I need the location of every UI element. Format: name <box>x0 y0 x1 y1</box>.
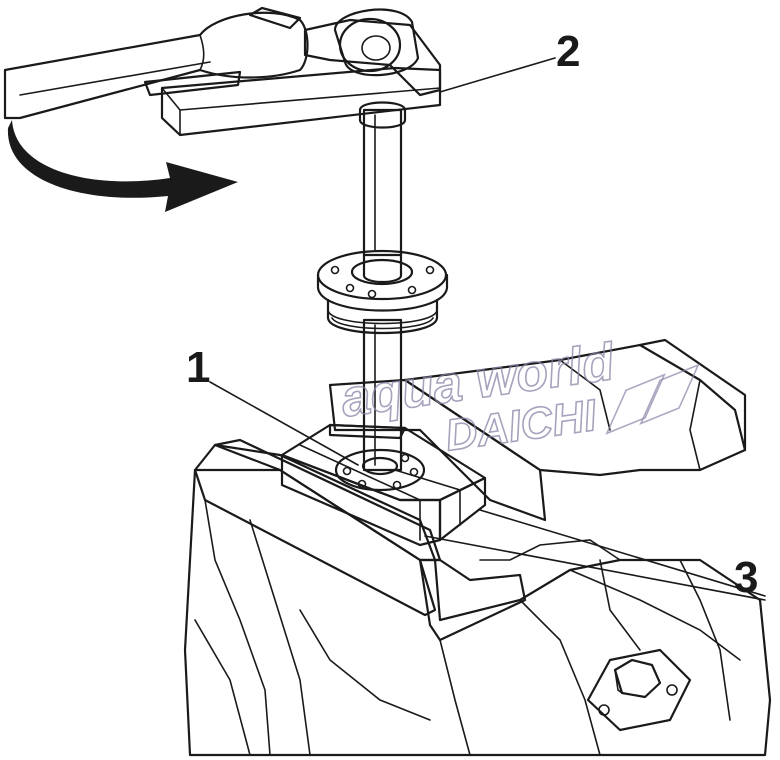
leader-line-3a <box>479 509 766 597</box>
rotation-arrow <box>7 120 238 212</box>
wrench <box>3 6 309 120</box>
flange-hub <box>316 249 449 335</box>
callout-1: 1 <box>186 343 210 392</box>
holder-tool <box>160 8 442 137</box>
callout-3: 3 <box>734 553 758 602</box>
leader-line-2 <box>439 57 556 93</box>
callout-2: 2 <box>556 27 580 76</box>
leader-line-3b <box>424 535 766 601</box>
leader-lines <box>209 57 766 601</box>
leader-line-1 <box>209 381 359 466</box>
bench-vise <box>183 338 772 757</box>
